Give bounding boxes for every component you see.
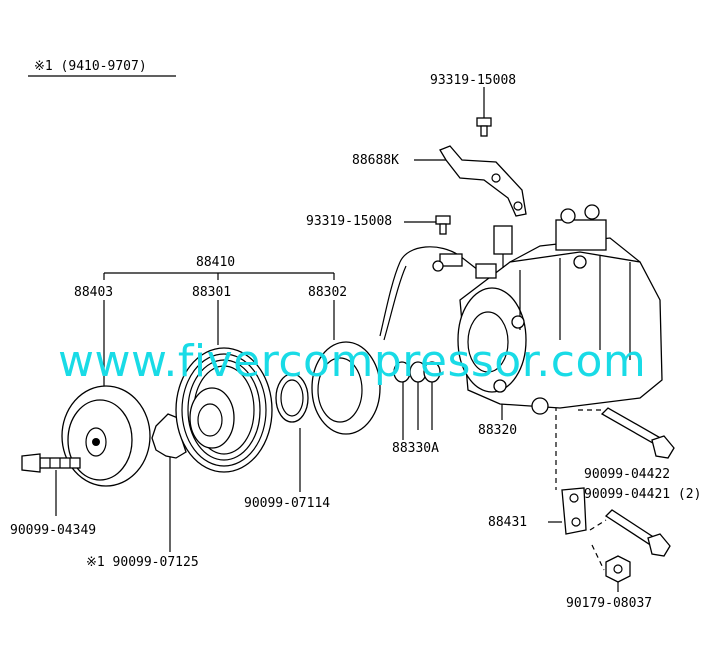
label-88301: 88301 <box>192 285 232 300</box>
compressor-88320 <box>399 204 663 415</box>
label-90099-04421: 90099-04421 (2) <box>584 487 702 502</box>
bolt-90099-04421 <box>604 509 671 557</box>
label-88410: 88410 <box>196 255 236 270</box>
label-88688K: 88688K <box>352 153 399 168</box>
label-88320: 88320 <box>478 423 518 438</box>
label-90099-07114: 90099-07114 <box>244 496 331 511</box>
label-90099-07125: ※1 90099-07125 <box>86 555 199 570</box>
leader-lines <box>55 87 619 592</box>
nut-90179-08037 <box>605 555 631 583</box>
label-90099-04349: 90099-04349 <box>10 523 97 538</box>
screw-93319-15008-top <box>476 117 492 137</box>
bolt-90099-04422 <box>600 407 675 459</box>
label-88431: 88431 <box>488 515 528 530</box>
label-93319-15008-mid: 93319-15008 <box>306 214 393 229</box>
shims-88330A <box>393 361 441 383</box>
snap-ring-90099-07114 <box>275 373 309 423</box>
stator-88302 <box>311 261 407 435</box>
bracket-88410 <box>103 272 335 280</box>
label-90179-08037: 90179-08037 <box>566 596 653 611</box>
bolt-90099-04349 <box>21 453 81 473</box>
label-88403: 88403 <box>74 285 114 300</box>
screw-93319-15008-mid <box>435 215 451 235</box>
label-93319-15008-top: 93319-15008 <box>430 73 517 88</box>
label-88302: 88302 <box>308 285 348 300</box>
bracket-88431 <box>561 487 587 535</box>
bracket-88688K <box>439 145 527 217</box>
pulley-88301 <box>175 347 273 473</box>
watermark-text: www.fivercompressor.com <box>58 336 647 387</box>
header-note: ※1 (9410-9707) <box>34 59 147 74</box>
pulley-cover-88403 <box>61 385 151 487</box>
label-88330A: 88330A <box>392 441 439 456</box>
label-90099-04422: 90099-04422 <box>584 467 671 482</box>
